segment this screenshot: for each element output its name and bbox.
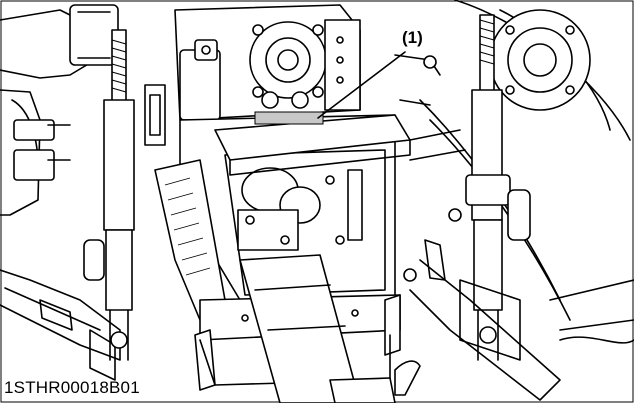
plate-highlight: [254, 111, 324, 125]
callout-label: (1): [402, 28, 423, 47]
hydraulic-fittings: [394, 54, 466, 222]
mounting-plate: [214, 111, 411, 176]
right-lift-rod: [459, 14, 531, 361]
drawbar: [239, 254, 421, 403]
rear-housing: [174, 4, 361, 121]
left-lower-link: [0, 269, 121, 381]
right-wheel: [419, 0, 634, 331]
figure-code: 1STHR00018B01: [4, 378, 140, 397]
left-lift-rod: [83, 29, 135, 361]
left-wheel-fender: [0, 4, 119, 216]
left-stabilizer: [144, 84, 166, 146]
right-lower-link: [403, 239, 634, 401]
callout-leader: [317, 51, 406, 119]
